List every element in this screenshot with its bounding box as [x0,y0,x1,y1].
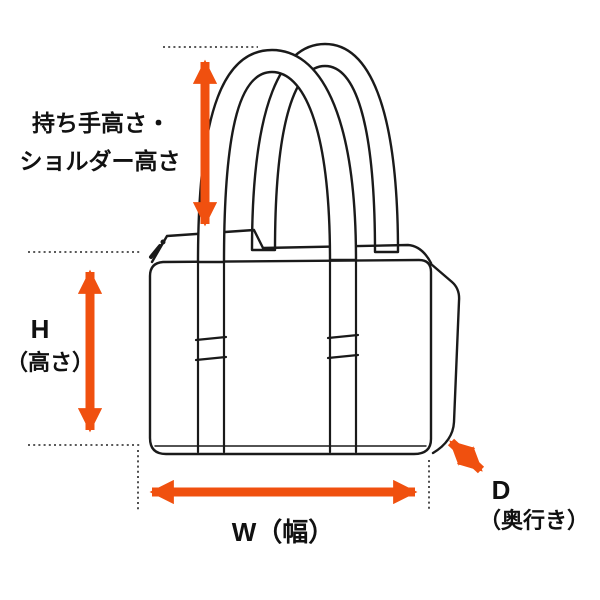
bag-zipper-pull [149,244,162,259]
handle-height-label-line1: 持ち手高さ・ [32,110,170,136]
height-sub-label: （高さ） [5,350,94,375]
depth-arrow [447,438,485,474]
bag-straps [194,258,360,454]
height-symbol-label: H [30,314,50,344]
bag-side-panel [429,262,461,455]
width-label: W（幅） [231,517,335,547]
bag-back-rim [261,243,433,265]
dimension-arrows [77,59,485,505]
bag-front-face [148,258,433,456]
handle-height-label-line2: ショルダー高さ [19,148,181,174]
extension-lines [28,46,430,512]
bag-zipper-slider [160,239,166,245]
depth-sub-label: （奥行き） [478,508,589,533]
bag-drawing [148,42,461,456]
depth-symbol-label: D [491,475,511,505]
